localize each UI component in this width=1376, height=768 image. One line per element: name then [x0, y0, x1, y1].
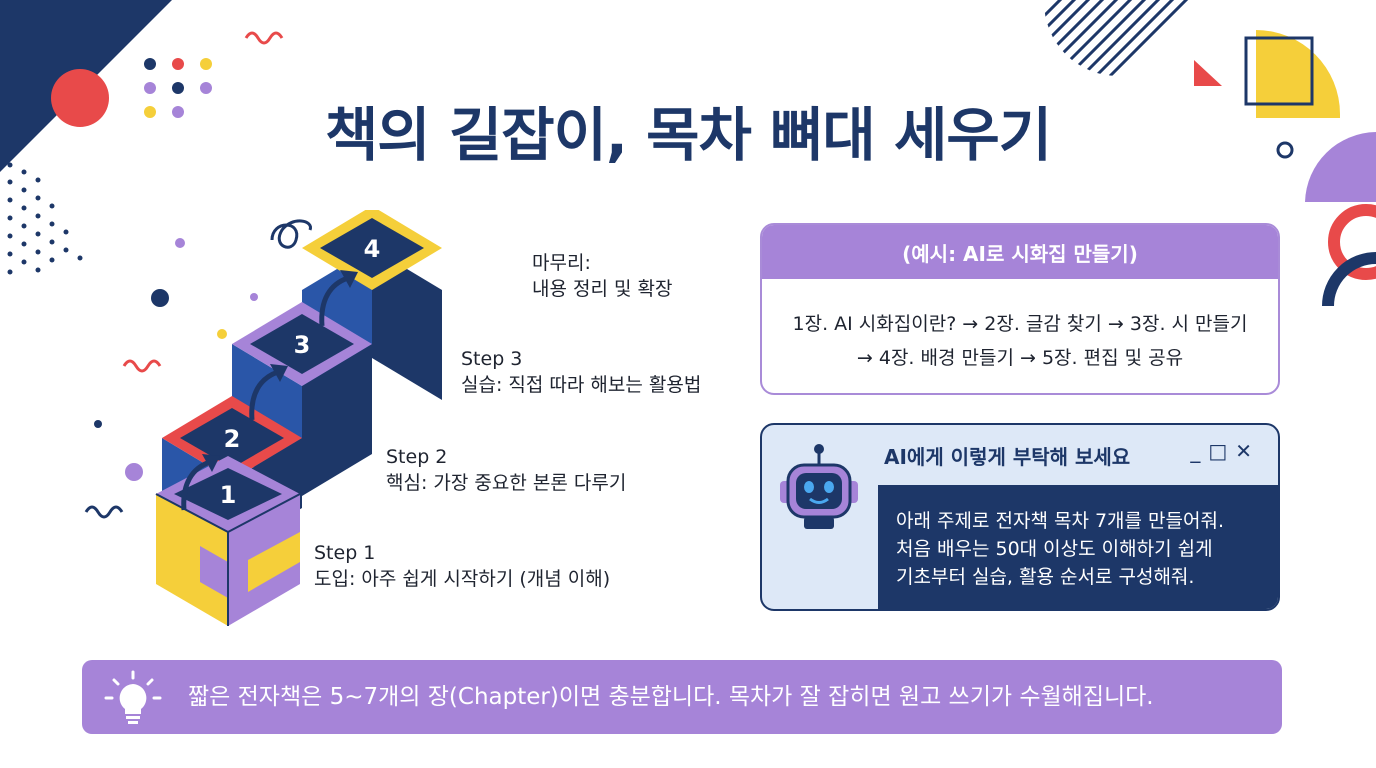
step-number-3: 3: [294, 331, 311, 359]
step-3-desc: 실습: 직접 따라 해보는 활용법: [461, 374, 702, 396]
step-1-label: Step 1 도입: 아주 쉽게 시작하기 (개념 이해): [314, 540, 610, 592]
lightbulb-icon: [104, 670, 162, 724]
step-number-1: 1: [220, 481, 237, 509]
prompt-line-1: 아래 주제로 전자책 목차 7개를 만들어줘.: [896, 510, 1225, 532]
prompt-line-2: 처음 배우는 50대 이상도 이해하기 쉽게: [896, 538, 1213, 560]
robot-icon: [780, 444, 858, 529]
step-4-label: 마무리: 내용 정리 및 확장: [532, 250, 672, 302]
window-controls[interactable]: _□✕: [1190, 439, 1260, 463]
step-3-label: Step 3 실습: 직접 따라 해보는 활용법: [461, 346, 701, 398]
step-3-name: Step 3: [461, 348, 523, 370]
tip-text: 짧은 전자책은 5~7개의 장(Chapter)이면 충분합니다. 목차가 잘 …: [188, 684, 1154, 710]
prompt-window-title: AI에게 이렇게 부탁해 보세요: [884, 445, 1131, 469]
step-staircase: 4 3 2 1: [155, 210, 442, 626]
step-1-desc: 도입: 아주 쉽게 시작하기 (개념 이해): [314, 568, 611, 590]
step-4-name: 마무리:: [532, 252, 591, 274]
example-card-body: 1장. AI 시화집이란? → 2장. 글감 찾기 → 3장. 시 만들기 → …: [762, 279, 1278, 375]
example-line-1: 1장. AI 시화집이란? → 2장. 글감 찾기 → 3장. 시 만들기: [792, 313, 1248, 335]
example-card: (예시: AI로 시화집 만들기) 1장. AI 시화집이란? → 2장. 글감…: [760, 223, 1280, 395]
example-line-2: → 4장. 배경 만들기 → 5장. 편집 및 공유: [856, 347, 1184, 369]
step-number-2: 2: [224, 425, 241, 453]
step-4-desc: 내용 정리 및 확장: [532, 278, 673, 300]
step-2-name: Step 2: [386, 446, 448, 468]
example-card-header: (예시: AI로 시화집 만들기): [762, 225, 1278, 279]
halftone-dots-shape: [7, 162, 83, 275]
prompt-panel: 아래 주제로 전자책 목차 7개를 만들어줘. 처음 배우는 50대 이상도 이…: [878, 485, 1278, 609]
prompt-line-3: 기초부터 실습, 활용 순서로 구성해줘.: [896, 566, 1195, 588]
step-number-4: 4: [364, 235, 381, 263]
squiggle-shape: [244, 31, 284, 45]
arrow-up-right-icon: [181, 275, 349, 511]
page-title: 책의 길잡이, 목차 뼈대 세우기: [324, 101, 1052, 169]
step-1-name: Step 1: [314, 542, 376, 564]
prompt-window: AI에게 이렇게 부탁해 보세요 _□✕ 아래 주제로 전자책 목차 7개를 만…: [760, 423, 1280, 611]
step-2-desc: 핵심: 가장 중요한 본론 다루기: [386, 472, 627, 494]
dot-grid-shape: [144, 58, 212, 118]
tip-banner: 짧은 전자책은 5~7개의 장(Chapter)이면 충분합니다. 목차가 잘 …: [82, 660, 1282, 734]
step-block-1: [155, 456, 301, 626]
red-circle-shape: [51, 69, 109, 127]
step-block-3: [232, 302, 372, 496]
step-2-label: Step 2 핵심: 가장 중요한 본론 다루기: [386, 444, 626, 496]
